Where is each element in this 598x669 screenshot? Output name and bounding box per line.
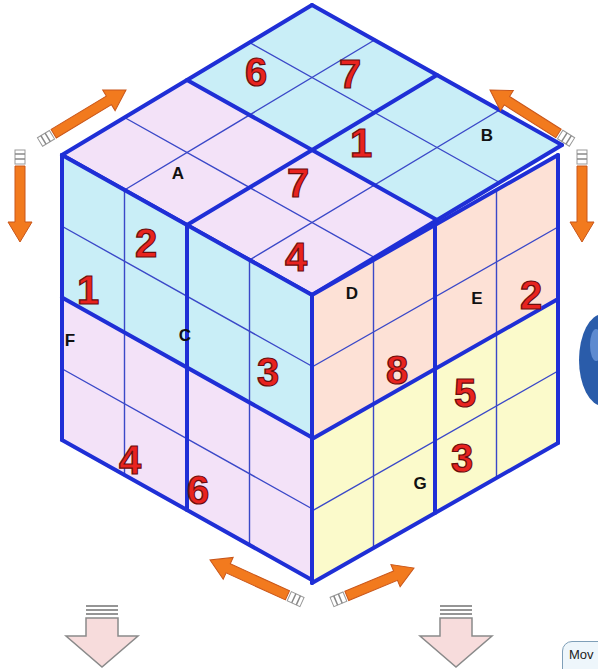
arrow-tail-stripe <box>15 153 25 155</box>
clue-number: 4 <box>285 235 307 279</box>
grid-line <box>62 440 312 580</box>
arrow-body <box>205 549 292 606</box>
down-arrow <box>420 606 492 667</box>
clue-number: 4 <box>119 438 141 482</box>
arrow-tail-stripe <box>562 133 567 141</box>
clue-number: 5 <box>454 371 476 415</box>
cell-letter: C <box>179 327 191 344</box>
cell-letter: C <box>179 326 191 345</box>
grid-line <box>312 299 558 439</box>
clue-number: 2 <box>135 223 157 263</box>
clue-number: 1 <box>77 270 99 310</box>
cell-letter: B <box>481 126 493 145</box>
down-arrow-stripe <box>86 609 118 611</box>
arrow-body <box>342 557 418 607</box>
grid-line <box>312 5 562 145</box>
clue-number: 1 <box>350 121 372 165</box>
clue-number: 1 <box>350 123 372 163</box>
arrow-tail-stripe <box>41 136 46 145</box>
cell-letter: A <box>172 164 184 183</box>
arrow-tail-stripe <box>296 596 300 605</box>
cell-letter: D <box>346 284 358 303</box>
cell-letter: F <box>65 331 75 350</box>
arrow-tail-stripe <box>566 136 571 144</box>
down-arrow-stripe <box>86 613 118 615</box>
cell-letter: E <box>471 290 482 307</box>
rotation-arrow <box>34 80 132 153</box>
clue-number: 4 <box>119 440 141 480</box>
arrow-body <box>484 80 565 144</box>
blue-figure-shine <box>590 329 598 361</box>
clue-number: 3 <box>257 350 279 394</box>
clue-number: 3 <box>257 352 279 392</box>
arrow-tail-stripe <box>334 596 338 605</box>
cell-letter: D <box>346 285 358 302</box>
clue-number: 8 <box>386 348 408 392</box>
down-arrow-stripe <box>440 605 472 607</box>
grid-line <box>187 75 437 225</box>
rotation-arrow <box>327 557 418 613</box>
arrow-tail-stripe <box>15 158 25 160</box>
cell-letter: B <box>481 127 493 144</box>
clue-number: 7 <box>287 163 309 203</box>
clue-number: 2 <box>520 273 542 317</box>
clue-number: 5 <box>454 373 476 413</box>
down-arrow-stripe <box>440 613 472 615</box>
grid-line <box>556 155 560 443</box>
blue-figure <box>579 314 598 406</box>
right-face <box>312 155 558 583</box>
down-arrow-body <box>420 618 492 667</box>
arrow-tail-stripe <box>292 594 296 603</box>
grid-line <box>62 298 312 438</box>
arrow-tail <box>577 150 587 164</box>
arrow-tail <box>330 592 347 607</box>
down-arrow <box>66 606 138 667</box>
down-arrow-stripe <box>440 609 472 611</box>
arrow-tail-stripe <box>338 594 342 603</box>
clue-number: 6 <box>187 470 209 510</box>
arrow-tail-stripe <box>577 158 587 160</box>
arrow-tail-stripe <box>577 153 587 155</box>
clue-number: 1 <box>77 268 99 312</box>
clue-number: 2 <box>135 221 157 265</box>
clue-number: 3 <box>451 438 473 478</box>
arrow-tail <box>15 150 25 164</box>
grid-line <box>312 443 558 583</box>
note-text: Mov <box>569 647 598 662</box>
clue-number: 6 <box>187 468 209 512</box>
down-arrow-body <box>66 618 138 667</box>
note-box: Mov <box>562 641 598 669</box>
arrow-tail <box>557 130 574 146</box>
down-arrow-stripe <box>86 605 118 607</box>
rotation-arrow <box>484 80 579 152</box>
clue-number: 3 <box>451 436 473 480</box>
clue-number: 6 <box>245 52 267 92</box>
arrow-body <box>47 80 132 144</box>
arrow-tail <box>37 130 54 146</box>
cell-letter: G <box>413 475 426 492</box>
clue-number: 4 <box>285 237 307 277</box>
left-face <box>62 155 312 580</box>
blue-figure-body <box>579 314 598 406</box>
clue-number: 8 <box>386 350 408 390</box>
cell-letter: F <box>65 332 75 349</box>
clue-number: 7 <box>339 52 361 96</box>
arrow-tail <box>287 592 304 607</box>
cell-letter: E <box>471 289 482 308</box>
arrow-tail-stripe <box>45 133 50 142</box>
clue-number: 2 <box>520 275 542 315</box>
rotation-arrow <box>570 150 594 242</box>
cell-letter: G <box>413 474 426 493</box>
rotation-arrow <box>8 150 32 242</box>
clue-number: 7 <box>287 161 309 205</box>
arrow-body <box>8 166 32 242</box>
clue-number: 7 <box>339 54 361 94</box>
cell-letter: A <box>172 165 184 182</box>
clue-number: 6 <box>245 50 267 94</box>
arrow-body <box>570 166 594 242</box>
rotation-arrow <box>205 549 307 613</box>
